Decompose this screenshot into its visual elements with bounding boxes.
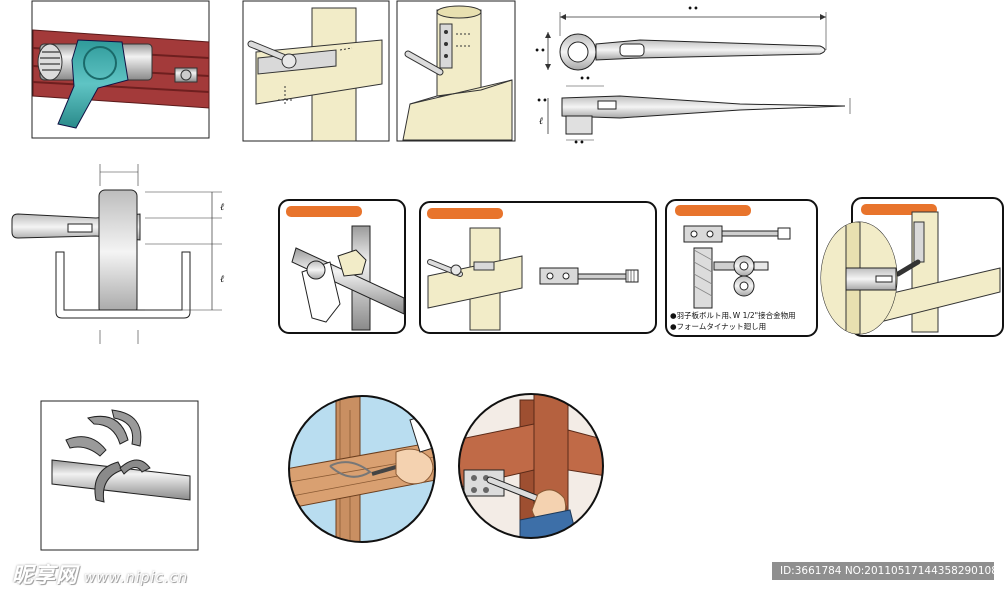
usage-panel-scaffold-clamp <box>278 199 406 334</box>
steel-frame-ratchet-illustration <box>458 393 604 539</box>
wrench-dimension-drawing: •• •• <box>534 4 827 71</box>
watermark-id-bar: ID:3661784 NO:20110517144358290108 <box>772 562 994 580</box>
hook-tool-illustration <box>40 400 199 551</box>
dim-small-top: •• <box>536 96 548 107</box>
dim-clamp-l-lower: ℓ <box>220 274 224 285</box>
watermark-logo-text: 昵享网 <box>12 563 78 587</box>
dim-top-length: •• <box>687 4 699 15</box>
wire-tying-illustration <box>288 395 436 543</box>
beam-joint-illustration <box>396 0 516 142</box>
dim-l-side: ℓ <box>539 116 543 127</box>
wood-post-bolt-illustration <box>242 0 390 142</box>
usage-panel-wood-bolt <box>419 201 657 334</box>
watermark-url: www.nipic.cn <box>84 570 189 586</box>
wrench-on-pipes-illustration <box>31 0 210 139</box>
dim-bottom: •• <box>573 138 585 149</box>
usage-panel-cross-joint <box>820 197 1004 337</box>
usage-panel-hardware: ●羽子板ボルト用､W 1/2"接合金物用 ●フォームタイナット廻し用 <box>665 199 818 337</box>
dim-clamp-l-upper: ℓ <box>220 202 224 213</box>
panel-note-line2: ●フォームタイナット廻し用 <box>670 322 766 331</box>
dim-head-offset: •• <box>579 74 591 85</box>
clamp-dimension-drawing: ℓ ℓ <box>11 164 224 344</box>
watermark-logo: 昵享网 www.nipic.cn <box>12 559 188 589</box>
wrench-side-dimension-drawing: •• •• ℓ •• <box>536 74 851 149</box>
dim-head-height: •• <box>534 46 546 57</box>
panel-note-line1: ●羽子板ボルト用､W 1/2"接合金物用 <box>670 310 796 320</box>
